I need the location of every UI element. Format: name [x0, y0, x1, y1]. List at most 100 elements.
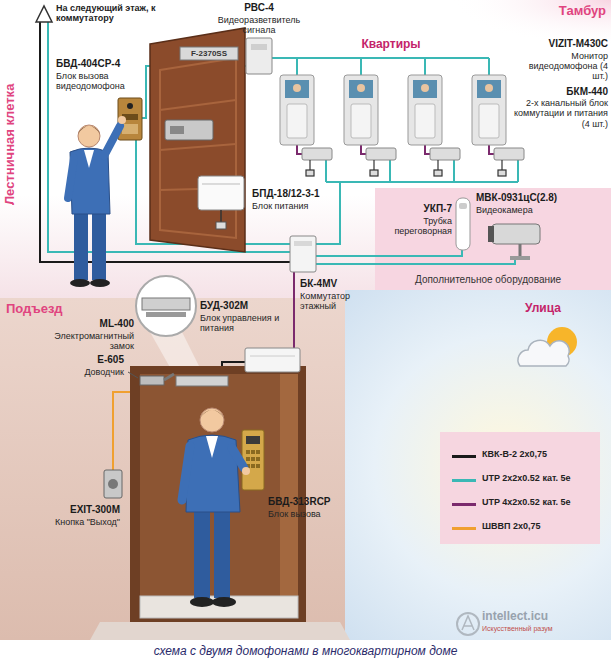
wire-teal	[316, 258, 515, 264]
door-plate-anchor: F-2370SS	[180, 49, 238, 58]
entrance-door	[130, 366, 306, 622]
direction-note: На следующий этаж, к коммутатору	[56, 3, 166, 24]
power-supply	[198, 176, 244, 210]
video-monitor	[280, 75, 314, 145]
entry-call-panel	[251, 457, 255, 461]
mains-plug	[501, 160, 502, 170]
wire-purple	[293, 272, 295, 348]
device-description: Блок управления и питания	[200, 313, 288, 334]
resident-figure	[194, 508, 210, 598]
entry-call-panel	[251, 450, 255, 454]
device-description: Доводчик	[62, 367, 124, 377]
watermark-anchor: intellect.icu	[482, 610, 602, 624]
legend-text: ШВВП 2х0,75	[482, 521, 596, 531]
device-description: Видеоразветвитель сигнала	[206, 15, 312, 36]
device-code-anchor: БВД-313RCP	[268, 496, 358, 508]
device-code: БКМ-440	[512, 86, 608, 98]
power-supply	[216, 222, 226, 229]
video-splitter	[246, 38, 272, 74]
device-code: VIZIT-M430C	[512, 38, 608, 50]
device-description-anchor: Монитор видеодомофона (4 шт.)	[512, 51, 608, 82]
legend-text-anchor: UTP 2х2х0.52 кат. 5е	[482, 473, 596, 483]
resident-arm	[242, 467, 250, 475]
device-description-anchor: Коммутатор этажный	[300, 291, 380, 312]
apartment-door	[170, 126, 184, 134]
video-camera	[510, 256, 530, 260]
video-monitor	[285, 80, 309, 98]
device-description: Видеокамера	[476, 205, 576, 215]
video-monitor	[415, 104, 435, 138]
video-monitor	[413, 80, 437, 98]
magnifier	[136, 276, 196, 336]
legend-text-anchor: КВК-В-2 2х0,75	[482, 449, 596, 459]
door-closer	[140, 376, 164, 385]
resident-figure	[212, 597, 236, 607]
device-code: УКП-7	[386, 203, 452, 215]
region-label-anchor: Подъезд	[6, 302, 96, 317]
device-code: БК-4MV	[300, 278, 380, 290]
legend-text: UTP 4х2х0.52 кат. 5е	[482, 497, 596, 507]
video-monitor	[287, 104, 307, 138]
apartment-door	[160, 58, 236, 238]
direction-note-anchor: На следующий этаж, к коммутатору	[56, 3, 166, 24]
power-supply	[220, 210, 222, 222]
entry-call-panel	[246, 457, 250, 461]
device-code: БВД-313RCP	[268, 496, 358, 508]
wire-purple	[361, 145, 366, 154]
device-description-anchor: Видеоразветвитель сигнала	[206, 15, 312, 36]
next-floor-arrow	[36, 6, 52, 22]
device-code-anchor: VIZIT-M430C	[512, 38, 608, 50]
floor-switch	[290, 236, 316, 272]
resident-figure	[182, 408, 240, 607]
handset	[456, 198, 470, 250]
visitor-figure	[68, 158, 74, 198]
caption: схема с двумя домофонами в многоквартирн…	[0, 645, 611, 659]
visitor-figure	[90, 279, 110, 287]
legend-panel	[440, 432, 600, 544]
handset	[456, 198, 470, 250]
entrance-door	[140, 596, 298, 618]
device-code-anchor: EXIT-300M	[20, 504, 120, 516]
door-plate: F-2370SS	[180, 49, 238, 58]
visitor-figure	[84, 150, 94, 168]
device-code: EXIT-300M	[20, 504, 120, 516]
wire-purple	[297, 145, 302, 154]
resident-arm	[232, 448, 244, 468]
resident-figure	[214, 508, 230, 598]
magnifier	[146, 312, 186, 317]
device-description-anchor: Трубка переговорная	[376, 216, 452, 237]
mains-plug	[437, 160, 438, 170]
magnetic-lock	[176, 376, 228, 386]
visitor-figure	[118, 116, 126, 124]
next-floor-arrow	[36, 6, 52, 22]
legend-text-anchor: ШВВП 2х0,75	[482, 521, 596, 531]
device-code: БПД-18/12-3-1	[252, 188, 336, 200]
zone-label-anchor: Квартиры	[346, 38, 436, 52]
visitor-figure	[78, 125, 100, 147]
wire-teal	[297, 58, 489, 75]
visitor-figure	[68, 116, 126, 287]
visitor-figure	[74, 210, 88, 280]
visitor-figure	[70, 279, 90, 287]
entry-call-panel	[256, 450, 260, 454]
control-unit	[250, 356, 295, 357]
exit-button	[104, 470, 122, 498]
switching-unit	[430, 148, 460, 160]
video-monitor	[349, 80, 373, 98]
magnifier	[136, 276, 205, 378]
entry-call-panel	[256, 457, 260, 461]
entry-call-panel	[242, 430, 264, 490]
mains-plug	[309, 160, 310, 170]
apartment-door	[150, 28, 245, 252]
entry-call-panel	[251, 464, 255, 468]
floor-switch	[294, 241, 312, 246]
door-call-panel	[127, 103, 133, 109]
zone-label: Тамбур	[540, 4, 606, 19]
door-call-panel	[122, 124, 138, 134]
device-description-anchor: Блок вызова	[268, 509, 358, 519]
video-monitor	[472, 75, 506, 145]
video-camera	[492, 224, 540, 244]
door-call-panel	[118, 98, 142, 140]
apartment-door	[160, 144, 236, 150]
